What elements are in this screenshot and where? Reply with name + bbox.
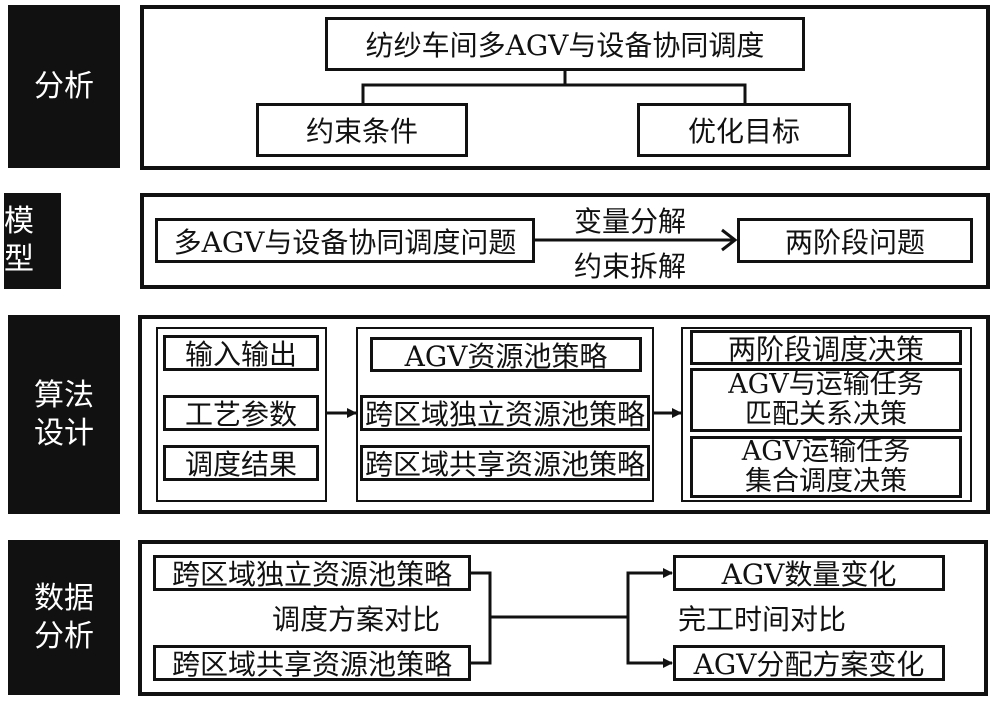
stage-label-text: 模型 bbox=[4, 204, 34, 277]
node-text: 调度结果 bbox=[184, 448, 297, 481]
tree-connector bbox=[361, 70, 567, 103]
node-text: 纺纱车间多AGV与设备协同调度 bbox=[365, 29, 765, 62]
node-text: 集合调度决策 bbox=[745, 466, 907, 497]
io-node-input-output: 输入输出 bbox=[163, 335, 319, 371]
stage-label-text: 算法 bbox=[34, 377, 94, 413]
node-text: AGV数量变化 bbox=[721, 558, 897, 591]
node-text: 跨区域独立资源池策略 bbox=[364, 398, 645, 431]
io-node-schedule-result: 调度结果 bbox=[163, 445, 319, 481]
completion-time-compare-label: 完工时间对比 bbox=[678, 603, 847, 636]
node-text: 两阶段调度决策 bbox=[727, 332, 924, 366]
stage-label-text: 分析 bbox=[34, 618, 94, 654]
decision-scheduling-node: AGV运输任务 集合调度决策 bbox=[690, 436, 962, 498]
schedule-compare-label: 调度方案对比 bbox=[272, 603, 441, 636]
edge-label-variable-decomposition: 变量分解 bbox=[573, 205, 686, 238]
agv-allocation-change-node: AGV分配方案变化 bbox=[673, 645, 945, 681]
stage-label-algorithm: 算法 设计 bbox=[8, 315, 120, 514]
tree-connector bbox=[565, 83, 747, 103]
stage-label-text: 数据 bbox=[34, 580, 94, 616]
stage-label-model: 模型 bbox=[4, 193, 61, 289]
objective-node: 优化目标 bbox=[637, 103, 851, 157]
node-text: AGV分配方案变化 bbox=[693, 648, 925, 681]
analysis-root-node: 纺纱车间多AGV与设备协同调度 bbox=[325, 17, 805, 71]
node-text: 两阶段问题 bbox=[784, 225, 925, 259]
edge-label-constraint-decomposition: 约束拆解 bbox=[573, 250, 686, 283]
node-text: 跨区域共享资源池策略 bbox=[364, 448, 645, 481]
decision-title-node: 两阶段调度决策 bbox=[690, 330, 962, 366]
node-text: 输入输出 bbox=[184, 338, 297, 371]
node-text: 优化目标 bbox=[687, 115, 800, 148]
node-text: 约束条件 bbox=[305, 115, 418, 148]
node-text: 多AGV与设备协同调度问题 bbox=[173, 225, 517, 259]
strategy-title-node: AGV资源池策略 bbox=[370, 337, 642, 373]
node-text: AGV资源池策略 bbox=[404, 339, 608, 373]
node-text: AGV与运输任务 bbox=[728, 369, 924, 400]
strategy-merge-connector bbox=[471, 571, 492, 665]
node-text: 工艺参数 bbox=[184, 398, 297, 431]
data-strategy-shared-node: 跨区域共享资源池策略 bbox=[153, 645, 471, 681]
constraint-node: 约束条件 bbox=[256, 103, 468, 157]
stage-label-data-analysis: 数据 分析 bbox=[8, 540, 120, 695]
stage-label-text: 设计 bbox=[34, 415, 94, 451]
branch-to-agv-allocation-arrow bbox=[626, 617, 673, 668]
model-source-node: 多AGV与设备协同调度问题 bbox=[155, 218, 535, 263]
io-node-process-params: 工艺参数 bbox=[163, 395, 319, 431]
node-text: 跨区域独立资源池策略 bbox=[171, 558, 452, 591]
data-strategy-independent-node: 跨区域独立资源池策略 bbox=[153, 555, 471, 591]
stage-label-analysis: 分析 bbox=[8, 5, 120, 168]
strategy-shared-node: 跨区域共享资源池策略 bbox=[360, 445, 650, 481]
decision-matching-node: AGV与运输任务 匹配关系决策 bbox=[690, 368, 962, 432]
agv-count-change-node: AGV数量变化 bbox=[673, 555, 945, 591]
node-text: 跨区域共享资源池策略 bbox=[171, 648, 452, 681]
node-text: AGV运输任务 bbox=[741, 436, 911, 467]
branch-to-agv-count-arrow bbox=[626, 568, 673, 617]
strategy-independent-node: 跨区域独立资源池策略 bbox=[360, 395, 650, 431]
model-target-node: 两阶段问题 bbox=[737, 218, 973, 263]
node-text: 匹配关系决策 bbox=[745, 399, 907, 430]
model-arrowhead bbox=[721, 228, 738, 252]
stage-label-text: 分析 bbox=[34, 68, 94, 104]
